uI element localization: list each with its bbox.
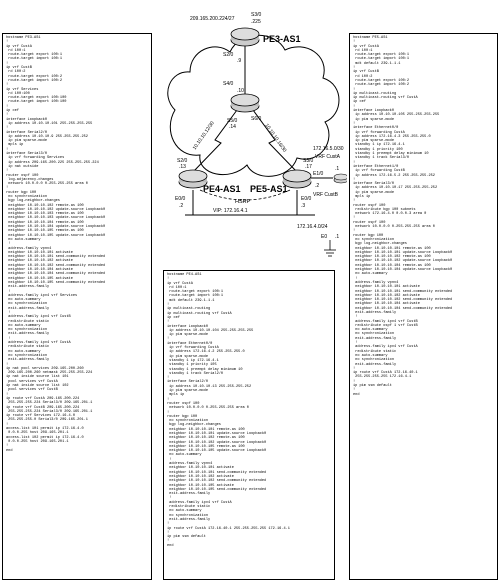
pe4-config-box: hostname PE4-AS1 ! ip vrf CustA rd 100:1… [163, 270, 335, 580]
custb-host-label: .1 [335, 166, 339, 172]
core-s50-label: S5/0 [227, 118, 238, 124]
pe5-e10-label: E1/0 [313, 171, 324, 177]
link-core-pe5 [252, 109, 298, 173]
pe3-config-text: hostname PE3-AS1 ! ip vrf CustA rd 100:1… [6, 36, 106, 453]
ground-e0-label: E0 [321, 234, 327, 240]
pe4-s20-label: S2/0 [177, 158, 188, 164]
pe5-router-name: PE5-AS1 [250, 184, 288, 194]
link-core-pe4 [192, 109, 238, 173]
pe5-s30-label: S3/0 [303, 158, 314, 164]
router-pe5 [282, 169, 312, 189]
pe5-config-box: hostname PE5-AS1 ! ip vrf CustA rd 100:1… [349, 33, 498, 580]
pe4-config-text: hostname PE4-AS1 ! ip vrf CustA rd 100:1… [167, 273, 290, 548]
pe3-external-network: 209.165.200.224/27 [190, 16, 235, 22]
hsrp-label: HSRP [235, 199, 251, 205]
pe5-e00-host: .3 [301, 203, 305, 209]
cust-lan-label: 172.16.4.0/24 [297, 224, 328, 230]
core-s60-label: S6/0 [251, 116, 262, 122]
router-pe4 [178, 169, 208, 189]
pe4-e00-label: E0/0 [175, 196, 186, 202]
router-pe3 [230, 27, 260, 47]
pe3-config-box: hostname PE3-AS1 ! ip vrf CustA rd 100:1… [2, 33, 152, 580]
ground-symbol [324, 240, 336, 257]
router-core [230, 93, 260, 113]
pe3-s30-label: S3/0 [251, 12, 262, 18]
pe5-config-text: hostname PE5-AS1 ! ip vrf CustA rd 100:1… [353, 36, 453, 397]
core-s40-host: .10 [237, 88, 244, 94]
hsrp-vip-label: VIP: 172.16.4.1 [213, 208, 248, 214]
pe3-s30-host: .225 [251, 19, 261, 25]
custa-vrf-label: VRF CustA [315, 154, 341, 160]
pe4-router-name: PE4-AS1 [203, 184, 241, 194]
pe5-e00-label: E0/0 [301, 196, 312, 202]
ground-host-label: .1 [335, 234, 339, 240]
core-s40-label: S4/0 [223, 81, 234, 87]
hsrp-arrow [199, 189, 291, 201]
pe5-e10-host: .2 [315, 183, 319, 189]
vrf-custb-label: VRF CustB [313, 192, 339, 198]
custb-network-label: 172.16.5.0/30 [313, 146, 344, 152]
pe3-s20-label: S2/0 [223, 52, 234, 58]
pe4-s20-host: .13 [179, 164, 186, 170]
pe3-router-name: PE3-AS1 [263, 34, 301, 44]
core-s50-host: .14 [229, 124, 236, 130]
pe4-e00-host: .2 [179, 203, 183, 209]
router-custb [333, 173, 347, 184]
pe3-s20-host: .9 [237, 58, 241, 64]
network-topology-diagram: 209.165.200.224/27 S3/0 .225 PE3-AS1 S2/… [167, 12, 347, 257]
pe5-s30-host: .17 [305, 164, 312, 170]
